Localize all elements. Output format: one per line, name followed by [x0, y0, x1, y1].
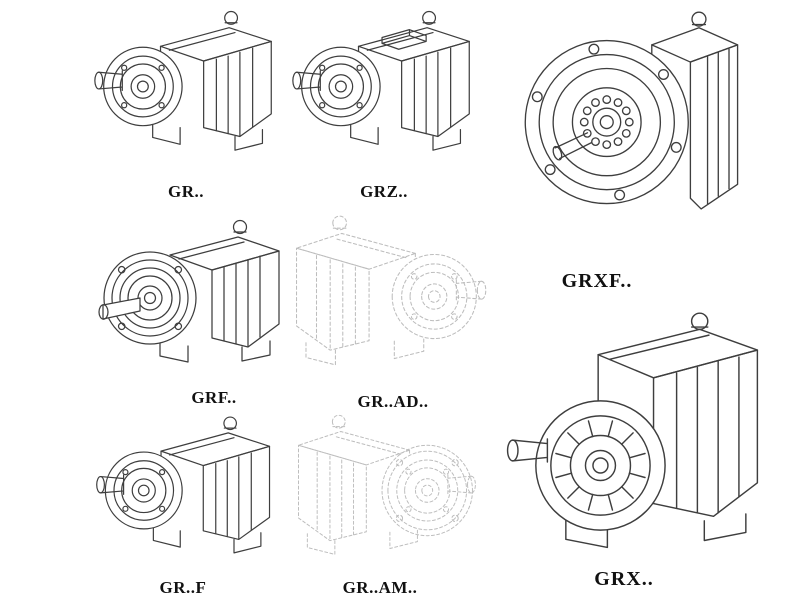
gearbox-drawing-grz: [286, 0, 482, 172]
motor-flange-detail: [381, 444, 473, 537]
gearbox-figure-gr: [88, 0, 284, 172]
figure-label-grad: GR..AD..: [357, 392, 429, 411]
gearbox-drawing-gr: [88, 0, 284, 172]
figure-label-gram: GR..AM..: [342, 578, 418, 597]
gearbox-figure-gram: [278, 404, 490, 576]
gearbox-drawing-grx: [492, 292, 792, 564]
figure-label-grff: GR..F: [159, 578, 207, 597]
gearbox-drawing-grad: [282, 204, 494, 388]
figure-label-grxf: GRXF..: [561, 270, 633, 292]
gearbox-drawing-grff: [88, 406, 284, 574]
gearbox-drawing-grxf: [497, 2, 783, 254]
gearbox-drawing-gram: [278, 404, 490, 576]
gearbox-drawing-grf: [90, 210, 290, 385]
figure-label-grx: GRX..: [594, 568, 654, 590]
terminal-box-detail: [381, 29, 427, 50]
gearbox-figure-grx: [492, 292, 792, 564]
gearbox-figure-grad: [282, 204, 494, 388]
figure-label-grz: GRZ..: [360, 182, 408, 201]
gearbox-figure-grz: [286, 0, 482, 172]
gearbox-figure-grf: [90, 210, 290, 385]
gearbox-figure-grxf: [497, 2, 783, 254]
figure-label-grf: GRF..: [191, 388, 237, 407]
figure-label-gr: GR..: [168, 182, 204, 201]
gearbox-figure-grff: [88, 406, 284, 574]
